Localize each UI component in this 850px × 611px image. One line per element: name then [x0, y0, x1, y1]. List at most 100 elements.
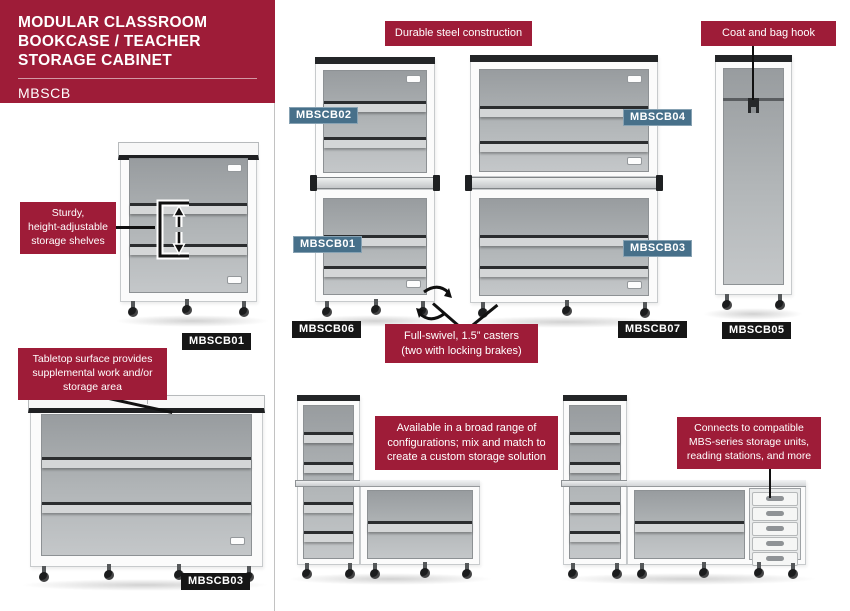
cabinet-interior [479, 69, 649, 172]
cabinet-interior [479, 198, 649, 296]
unit-label-mbscb07: MBSCB07 [618, 321, 688, 338]
callout-tabletop: Tabletop surface provides supplemental w… [18, 348, 167, 400]
shelf [324, 136, 426, 148]
shelf [570, 431, 620, 443]
hook-icon [747, 98, 759, 113]
caster-wheel [344, 563, 356, 580]
callout-configurations: Available in a broad range of configurat… [375, 416, 558, 470]
shelf [570, 501, 620, 513]
product-image-config-wide-unit [360, 480, 480, 579]
cabinet-top [470, 55, 658, 62]
product-image-mbscb01-cart [118, 142, 259, 317]
stack-connector-bar [310, 175, 440, 191]
shelf [304, 501, 353, 513]
caster-wheel [639, 302, 651, 319]
model-code: MBSCB [18, 84, 71, 101]
cabinet-top [297, 395, 360, 401]
swivel-arrow-icon [416, 285, 452, 321]
shelf [480, 140, 648, 152]
shelf [304, 530, 353, 542]
shelf [42, 501, 251, 513]
vent-slot [227, 164, 242, 172]
tabletop-seam [146, 396, 148, 404]
storage-bin [752, 537, 798, 551]
product-image-config-wide-unit-2 [627, 480, 806, 579]
caster-wheel [477, 302, 489, 319]
caster-wheel [561, 300, 573, 317]
cabinet-interior [41, 414, 252, 556]
caster-wheel [173, 564, 185, 581]
cabinet-interior [367, 490, 473, 559]
shelf [635, 521, 744, 533]
vent-slot [406, 75, 421, 83]
unit-label-mbscb06: MBSCB06 [292, 321, 362, 338]
caster-wheel [721, 294, 733, 311]
cabinet-interior [129, 158, 248, 293]
shadow [556, 573, 818, 585]
header-divider [18, 77, 257, 79]
pointer-line-shelves [114, 226, 155, 229]
unit-label-mbscb05: MBSCB05 [722, 322, 792, 339]
storage-bin [752, 507, 798, 521]
vent-slot [627, 281, 642, 289]
shelf [368, 521, 472, 533]
caster-wheel [753, 562, 765, 579]
caster-wheel [301, 563, 313, 580]
unit-label-mbscb01-black: MBSCB01 [182, 333, 252, 350]
shelf [480, 235, 648, 247]
shelf [304, 431, 353, 443]
callout-connects: Connects to compatible MBS-series storag… [677, 417, 821, 469]
vent-slot [627, 157, 642, 165]
storage-bin [752, 492, 798, 506]
shelf [480, 266, 648, 278]
pointer-line-bins [769, 468, 771, 498]
caster-wheel [181, 299, 193, 316]
cabinet-top [627, 480, 806, 487]
caster-wheel [611, 563, 623, 580]
shelf [42, 457, 251, 468]
cabinet-interior [634, 490, 745, 559]
caster-wheel [103, 564, 115, 581]
caster-wheel [38, 566, 50, 583]
caster-wheel [417, 301, 429, 318]
unit-label-mbscb01-blue: MBSCB01 [293, 236, 363, 253]
vent-slot [627, 75, 642, 83]
stack-joint [561, 480, 629, 487]
unit-label-mbscb04: MBSCB04 [623, 109, 693, 126]
storage-bin [752, 522, 798, 536]
caster-wheel [461, 563, 473, 580]
shelf [324, 101, 426, 113]
unit-label-mbscb02: MBSCB02 [289, 107, 359, 124]
unit-label-mbscb03-blue: MBSCB03 [623, 240, 693, 257]
caster-wheel [238, 301, 250, 318]
storage-bins-unit [749, 488, 801, 566]
cabinet-top [315, 57, 435, 64]
caster-wheel [419, 562, 431, 579]
page-title: MODULAR CLASSROOM BOOKCASE / TEACHER STO… [18, 14, 208, 70]
storage-bin [752, 552, 798, 566]
cabinet-top [360, 480, 480, 487]
caster-wheel [774, 294, 786, 311]
column-divider [274, 0, 275, 611]
caster-wheel [567, 563, 579, 580]
shelf [324, 235, 426, 247]
shadow [115, 315, 270, 327]
cart-tabletop [118, 142, 259, 160]
cabinet-top [563, 395, 627, 401]
product-image-mbscb03-wide-cart [28, 395, 265, 582]
header: MODULAR CLASSROOM BOOKCASE / TEACHER STO… [0, 0, 275, 103]
vent-slot [406, 280, 421, 288]
adjust-arrows-icon [156, 199, 189, 260]
callout-coat-hook: Coat and bag hook [701, 21, 836, 46]
vent-slot [227, 276, 242, 284]
shelf [570, 462, 620, 474]
unit-label-mbscb03-black: MBSCB03 [181, 573, 251, 590]
shadow [288, 573, 493, 585]
caster-wheel [636, 563, 648, 580]
pointer-line-coat-hook [752, 43, 754, 100]
product-image-config-tall-unit-2 [561, 395, 629, 579]
caster-wheel [787, 563, 799, 580]
shelf [324, 266, 426, 278]
shelf [304, 462, 353, 474]
